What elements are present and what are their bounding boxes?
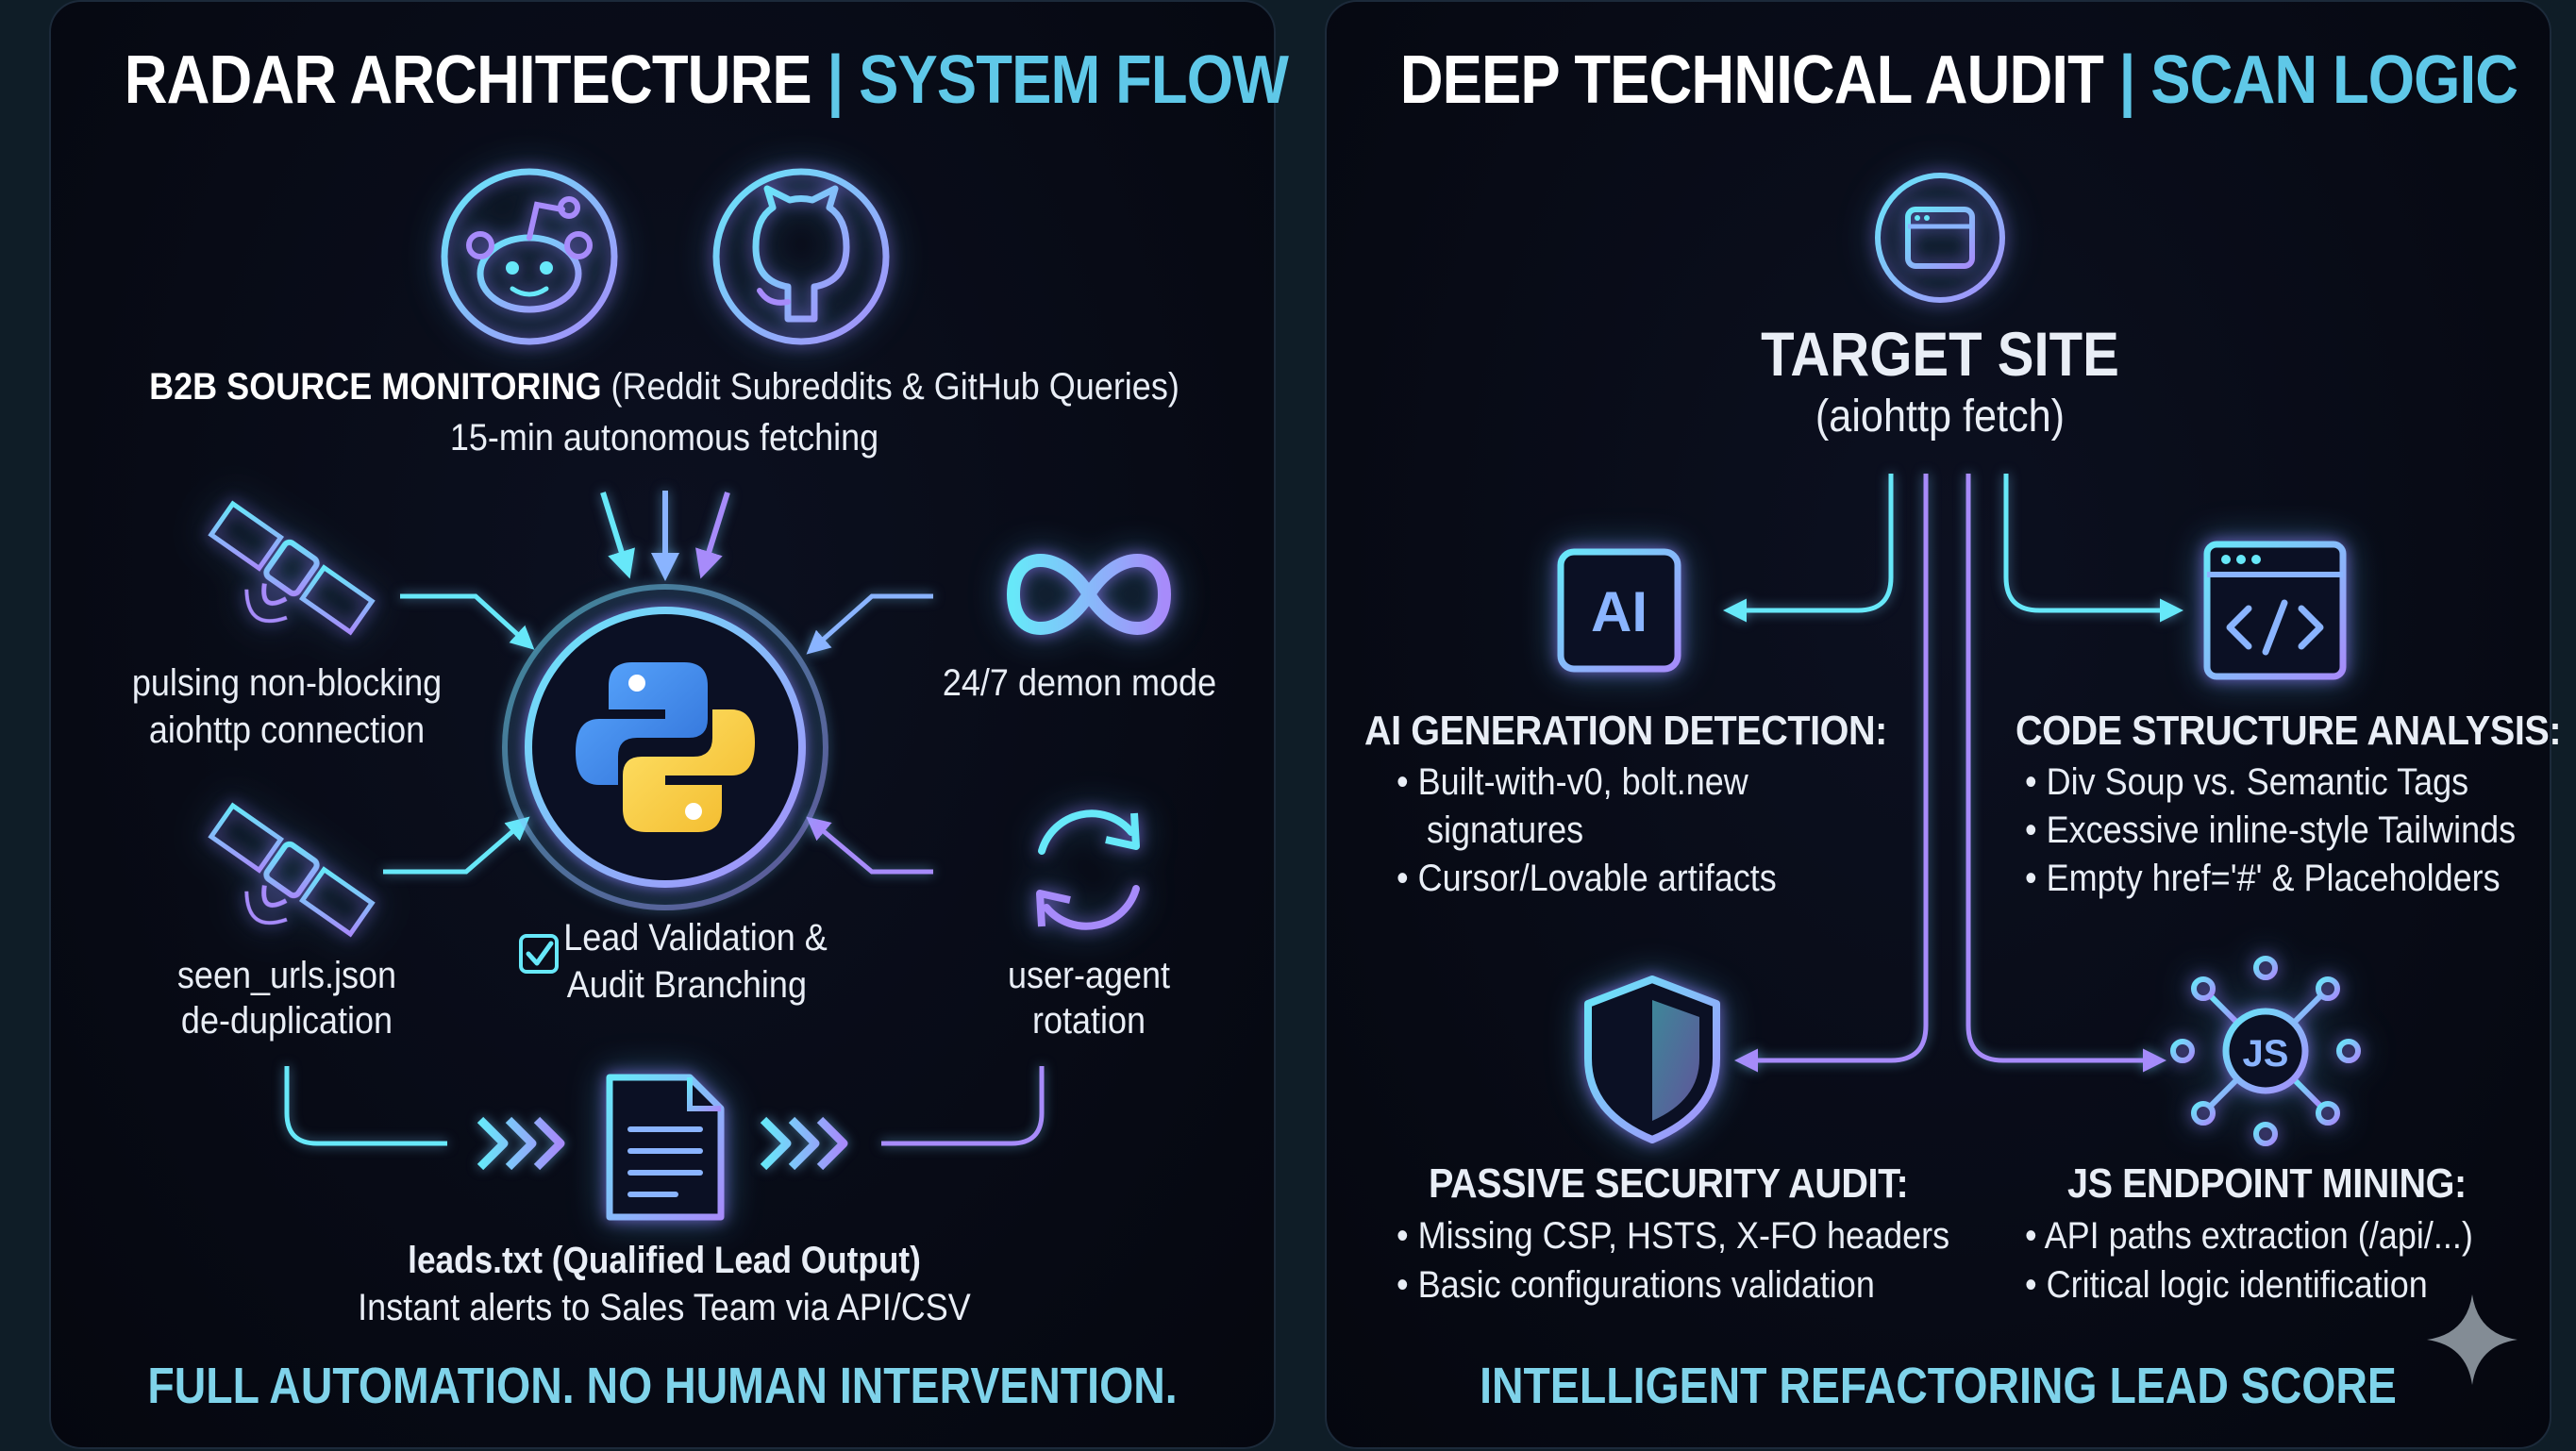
left-footer-tagline: FULL AUTOMATION. NO HUMAN INTERVENTION. [147, 1358, 1178, 1414]
source-monitoring-line: B2B SOURCE MONITORING (Reddit Subreddits… [112, 366, 1216, 409]
user-agent-label-line1: user-agent [1007, 955, 1171, 996]
refresh-icon [1036, 809, 1140, 930]
ai-chip-icon: AI [1537, 528, 1701, 692]
ai-chip-label: AI [1591, 580, 1648, 643]
js-bullet-2-text: Critical logic identification [2046, 1264, 2428, 1306]
validation-text-2: Audit Branching [566, 964, 807, 1006]
js-bullet-2: • Critical logic identification [2025, 1264, 2428, 1306]
browser-window-icon [1875, 173, 2005, 303]
pulse-label-line2: aiohttp connection [148, 709, 426, 751]
seen-urls-label-line1: seen_urls.json [176, 955, 397, 996]
satellite-icon [208, 500, 376, 636]
title-accent: SCAN LOGIC [2150, 42, 2518, 118]
scan-logic-panel: DEEP TECHNICAL AUDIT | SCAN LOGIC [1325, 0, 2562, 1449]
title-accent: SYSTEM FLOW [859, 42, 1289, 118]
js-label: JS [2243, 1033, 2289, 1075]
infinity-icon [1006, 554, 1172, 635]
ai-detection-heading: AI GENERATION DETECTION: [1364, 708, 1887, 754]
panel-title-system-flow: RADAR ARCHITECTURE | SYSTEM FLOW [124, 42, 1289, 119]
demon-mode-label: 24/7 demon mode [942, 662, 1217, 704]
target-site-subtitle: (aiohttp fetch) [1815, 392, 2066, 442]
js-bullet-1-text: API paths extraction (/api/...) [2044, 1215, 2473, 1257]
target-site-heading: TARGET SITE [1761, 319, 2119, 389]
code-bullet-2: • Excessive inline-style Tailwinds [2025, 809, 2517, 851]
source-detail: (Reddit Subreddits & GitHub Queries) [611, 366, 1179, 408]
python-hub [502, 584, 828, 910]
source-subtitle: 15-min autonomous fetching [449, 417, 879, 459]
input-arrows [383, 593, 933, 875]
js-bullet-1: • API paths extraction (/api/...) [2025, 1215, 2473, 1257]
validation-label-line2: Audit Branching [523, 964, 807, 1007]
security-audit-heading: PASSIVE SECURITY AUDIT: [1429, 1160, 1909, 1207]
right-footer-tagline: INTELLIGENT REFACTORING LEAD SCORE [1480, 1358, 2397, 1414]
security-bullet-1-text: Missing CSP, HSTS, X-FO headers [1417, 1215, 1950, 1257]
title-separator: | [2118, 42, 2136, 118]
output-flow [284, 1066, 1045, 1146]
document-icon [606, 1074, 725, 1221]
checkbox-icon [519, 934, 559, 974]
seen-urls-label-line2: de-duplication [180, 1000, 393, 1042]
code-bullet-3-text: Empty href='#' & Placeholders [2046, 858, 2501, 899]
output-heading: leads.txt (Qualified Lead Output) [408, 1240, 921, 1281]
ai-bullet-1: • Built-with-v0, bolt.new [1397, 761, 1748, 803]
reddit-icon [441, 168, 618, 345]
python-icon [576, 662, 755, 832]
github-icon [712, 168, 890, 345]
title-main: DEEP TECHNICAL AUDIT [1399, 42, 2104, 118]
panel-title-scan-logic: DEEP TECHNICAL AUDIT | SCAN LOGIC [1399, 42, 2518, 119]
code-bullet-3: • Empty href='#' & Placeholders [2025, 858, 2501, 899]
validation-text-1: Lead Validation & [563, 917, 828, 959]
satellite-icon-2 [208, 802, 376, 938]
security-bullet-2: • Basic configurations validation [1397, 1264, 1875, 1306]
chevrons-icon [477, 1116, 848, 1171]
js-network-icon: JS [2170, 956, 2361, 1146]
code-bullet-1-text: Div Soup vs. Semantic Tags [2046, 761, 2469, 803]
security-bullet-1: • Missing CSP, HSTS, X-FO headers [1397, 1215, 1950, 1257]
code-window-icon [2203, 541, 2347, 680]
ai-bullet-2-text: Cursor/Lovable artifacts [1417, 858, 1777, 899]
js-endpoint-heading: JS ENDPOINT MINING: [2067, 1160, 2467, 1207]
shield-icon [1584, 976, 1720, 1143]
system-flow-panel: RADAR ARCHITECTURE | SYSTEM FLOW [49, 0, 1289, 1449]
ai-bullet-1-cont: signatures [1427, 809, 1584, 851]
pulse-label-line1: pulsing non-blocking [131, 662, 443, 704]
title-main: RADAR ARCHITECTURE [124, 42, 812, 118]
ai-bullet-2: • Cursor/Lovable artifacts [1397, 858, 1777, 899]
source-heading: B2B SOURCE MONITORING [149, 366, 602, 408]
code-bullet-2-text: Excessive inline-style Tailwinds [2046, 809, 2517, 851]
validation-label-line1: Lead Validation & [523, 917, 828, 959]
output-subtitle: Instant alerts to Sales Team via API/CSV [358, 1287, 971, 1328]
security-bullet-2-text: Basic configurations validation [1417, 1264, 1875, 1306]
scan-branches [1723, 474, 2183, 1073]
code-bullet-1: • Div Soup vs. Semantic Tags [2025, 761, 2469, 803]
fetch-arrows [600, 491, 730, 581]
sparkle-icon [2427, 1294, 2517, 1385]
ai-bullet-1-text: Built-with-v0, bolt.new [1417, 761, 1748, 803]
code-structure-heading: CODE STRUCTURE ANALYSIS: [2016, 708, 2562, 754]
title-separator: | [827, 42, 845, 118]
user-agent-label-line2: rotation [1031, 1000, 1146, 1042]
